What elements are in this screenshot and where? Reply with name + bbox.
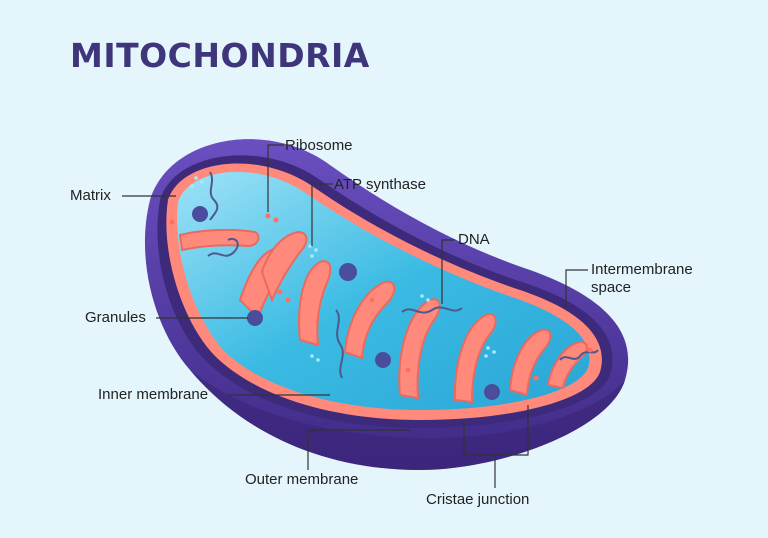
atp-dot [486,346,490,350]
dna-label: DNA [458,231,490,248]
atp-synthase-label: ATP synthase [334,176,426,193]
ribosome [369,297,375,303]
crista-4 [298,260,332,347]
atp-dot [426,298,430,302]
ribosome-leader [267,144,284,212]
crista-5 [343,280,396,360]
granule [484,384,500,400]
granules-group [192,206,500,400]
crista-8 [508,328,552,397]
outer-membrane-bottom [190,370,625,470]
ribosome [285,297,291,303]
atp-leader [311,183,333,246]
dna-strand [559,349,599,361]
intermembrane-line-2: space [591,279,632,296]
matrix-label: Matrix [70,187,111,204]
granule [339,263,357,281]
cristae-junction-leader [463,405,529,456]
atp-synthase-group [190,176,496,362]
crista-9 [546,340,588,390]
atp-dot [310,354,314,358]
ribosome [273,217,279,223]
page-title: MITOCHONDRIA [70,36,370,75]
ribosome [587,347,593,353]
ribosome [533,375,539,381]
dna-strand [335,309,344,379]
atp-dot [190,184,194,188]
cristae-group [178,228,588,404]
intermembrane-space-label: Intermembrane space [591,261,693,297]
crista-7 [453,313,497,404]
crista-3 [260,230,308,303]
crista-6 [398,298,441,400]
atp-dot [420,294,424,298]
outer-membrane-leader [307,429,410,470]
dna-group [207,171,599,379]
granule [375,352,391,368]
ribosome [169,219,175,225]
atp-dot [484,354,488,358]
ribosomes-group [169,213,593,381]
granules-label: Granules [85,309,146,326]
outer-membrane-label: Outer membrane [245,471,359,488]
intermembrane-line-1: Intermembrane [591,261,693,278]
intermembrane-leader [565,269,588,308]
inner-membrane-label: Inner membrane [98,386,209,403]
ribosome [265,213,271,219]
atp-dot [492,350,496,354]
ribosome [405,367,411,373]
ribosome [277,289,283,295]
atp-dot [308,244,312,248]
ribosome-label: Ribosome [285,137,353,154]
cristae-junction-label: Cristae junction [426,491,530,508]
atp-dot [200,180,204,184]
dna-strand [207,238,239,257]
dna-strand [401,306,463,314]
dna-strand [209,171,219,221]
granule [192,206,208,222]
atp-dot [314,248,318,252]
leader-lines [122,144,588,488]
dna-leader [441,239,455,304]
granule [247,310,263,326]
atp-dot [316,358,320,362]
atp-dot [310,254,314,258]
atp-dot [194,176,198,180]
